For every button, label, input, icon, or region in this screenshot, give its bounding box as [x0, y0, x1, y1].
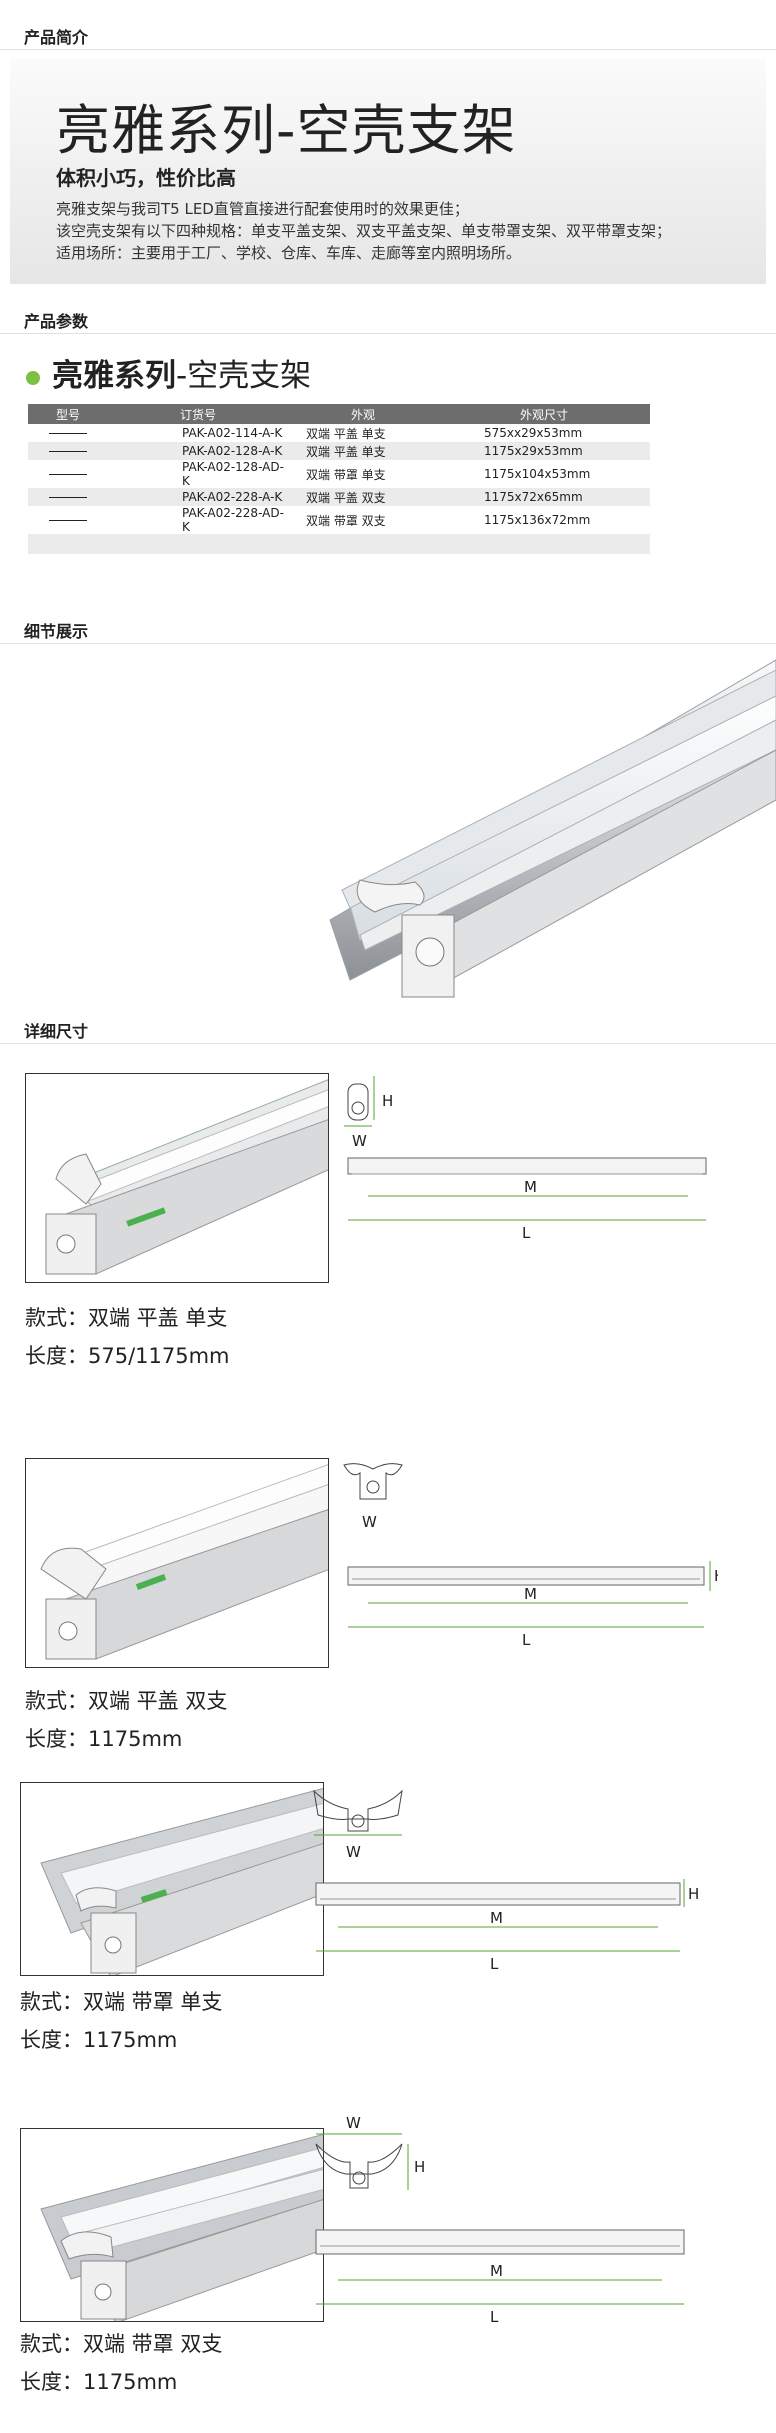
- dim-l: L: [522, 1631, 531, 1649]
- section-header-intro: 产品简介: [0, 16, 776, 50]
- product-title-bold: 亮雅系列: [52, 358, 176, 394]
- single-flat-fixture-image: [45, 1079, 328, 1275]
- order-number: PAK-A02-228-AD-K: [182, 506, 284, 534]
- green-dot-icon: [26, 370, 40, 385]
- dim-m: M: [490, 2262, 503, 2280]
- dim-w: W: [346, 1843, 361, 1861]
- order-number: PAK-A02-128-AD-K: [182, 460, 284, 488]
- product-title: 亮雅系列-空壳支架: [26, 350, 311, 395]
- product-title-rest: -空壳支架: [176, 358, 312, 394]
- double-flat-fixture-image: [40, 1464, 328, 1660]
- variant-photo: [20, 1782, 324, 1976]
- dimensions: 1175x104x53mm: [484, 467, 591, 481]
- table-row: PAK-A02-228-A-K 双端 平盖 双支 1175x72x65mm: [28, 488, 650, 506]
- hero-line: 适用场所：主要用于工厂、学校、仓库、车库、走廊等室内照明场所。: [56, 244, 522, 262]
- model-line: [28, 488, 108, 506]
- dim-l: L: [522, 1224, 531, 1242]
- variant-style: 款式：双端 带罩 双支: [20, 2332, 223, 2356]
- dim-m: M: [524, 1585, 537, 1603]
- hero-title: 亮雅系列-空壳支架: [56, 99, 517, 162]
- dim-h: H: [688, 1885, 699, 1903]
- section-title: 详细尺寸: [24, 1022, 89, 1041]
- hero-subtitle: 体积小巧，性价比高: [56, 166, 236, 190]
- variant-length: 长度：1175mm: [20, 2028, 178, 2052]
- dim-l: L: [490, 2308, 499, 2326]
- hero-line: 亮雅支架与我司T5 LED直管直接进行配套使用时的效果更佳；: [56, 200, 469, 218]
- dimensions: 575xx29x53mm: [484, 426, 583, 440]
- order-number: PAK-A02-114-A-K: [182, 426, 283, 440]
- model-line: [28, 506, 108, 534]
- dim-h: H: [714, 1567, 718, 1585]
- appearance: 双端 平盖 单支: [306, 426, 386, 441]
- col-header-size: 外观尺寸: [438, 404, 650, 424]
- variant-dimension-drawing: W H M L: [313, 1789, 699, 1973]
- col-header-model: 型号: [28, 404, 108, 424]
- variant-photo: [25, 1458, 329, 1668]
- dim-h: H: [382, 1092, 393, 1110]
- appearance: 双端 平盖 单支: [288, 442, 438, 460]
- dimensions: 1175x29x53mm: [438, 442, 650, 460]
- variant-style: 款式：双端 带罩 单支: [20, 1990, 223, 2014]
- variant-dimension-drawing: W H M L: [315, 2114, 685, 2326]
- section-header-size: 详细尺寸: [0, 1010, 776, 1044]
- dim-h: H: [414, 2158, 425, 2176]
- dim-w: W: [352, 1132, 367, 1150]
- dim-w: W: [362, 1513, 377, 1531]
- variant-photo: [20, 2128, 324, 2322]
- double-reflector-fixture-image: [40, 2134, 323, 2321]
- table-row: PAK-A02-114-A-K 双端 平盖 单支 575xx29x53mm: [28, 424, 650, 442]
- dim-m: M: [524, 1178, 537, 1196]
- hero-banner: 亮雅系列-空壳支架 体积小巧，性价比高 亮雅支架与我司T5 LED直管直接进行配…: [10, 58, 766, 284]
- section-header-detail: 细节展示: [0, 610, 776, 644]
- order-number: PAK-A02-128-A-K: [108, 442, 288, 460]
- col-header-look: 外观: [288, 404, 438, 424]
- fixture-detail-image: [329, 659, 776, 998]
- appearance: 双端 平盖 双支: [288, 488, 438, 506]
- model-line: [28, 442, 108, 460]
- section-title: 产品参数: [24, 312, 89, 331]
- variant-style: 款式：双端 平盖 双支: [25, 1689, 228, 1713]
- appearance: 双端 带罩 双支: [306, 513, 386, 528]
- table-row: PAK-A02-228-AD-K 双端 带罩 双支 1175x136x72mm: [28, 506, 650, 534]
- variant-length: 长度：1175mm: [25, 1727, 183, 1751]
- table-row: [28, 534, 650, 554]
- model-line: [28, 424, 108, 442]
- section-header-params: 产品参数: [0, 300, 776, 334]
- order-number: PAK-A02-228-A-K: [108, 488, 288, 506]
- variant-style: 款式：双端 平盖 单支: [25, 1306, 228, 1330]
- variant-dimension-drawing: H W M L: [344, 1076, 707, 1242]
- section-title: 细节展示: [24, 622, 89, 641]
- variant-length: 长度：575/1175mm: [25, 1344, 230, 1368]
- appearance: 双端 带罩 单支: [306, 467, 386, 482]
- model-line: [28, 460, 108, 488]
- dimensions: 1175x72x65mm: [438, 488, 650, 506]
- hero-line: 该空壳支架有以下四种规格：单支平盖支架、双支平盖支架、单支带罩支架、双平带罩支架…: [56, 222, 672, 240]
- table-row: PAK-A02-128-A-K 双端 平盖 单支 1175x29x53mm: [28, 442, 650, 460]
- col-header-order: 订货号: [108, 404, 288, 424]
- variant-photo: [25, 1073, 329, 1283]
- section-title: 产品简介: [24, 28, 89, 47]
- dim-w: W: [346, 2114, 361, 2132]
- variant-dimension-drawing: W H M L: [343, 1463, 718, 1649]
- dim-m: M: [490, 1909, 503, 1927]
- variant-length: 长度：1175mm: [20, 2370, 178, 2394]
- dim-l: L: [490, 1955, 499, 1973]
- dimensions: 1175x136x72mm: [484, 513, 591, 527]
- table-header-row: 型号 订货号 外观 外观尺寸: [28, 404, 650, 424]
- single-reflector-fixture-image: [40, 1788, 323, 1975]
- table-row: PAK-A02-128-AD-K 双端 带罩 单支 1175x104x53mm: [28, 460, 650, 488]
- hero-description: 亮雅支架与我司T5 LED直管直接进行配套使用时的效果更佳； 该空壳支架有以下四…: [56, 198, 671, 264]
- spec-table: 型号 订货号 外观 外观尺寸 PAK-A02-114-A-K 双端 平盖 单支 …: [28, 404, 650, 554]
